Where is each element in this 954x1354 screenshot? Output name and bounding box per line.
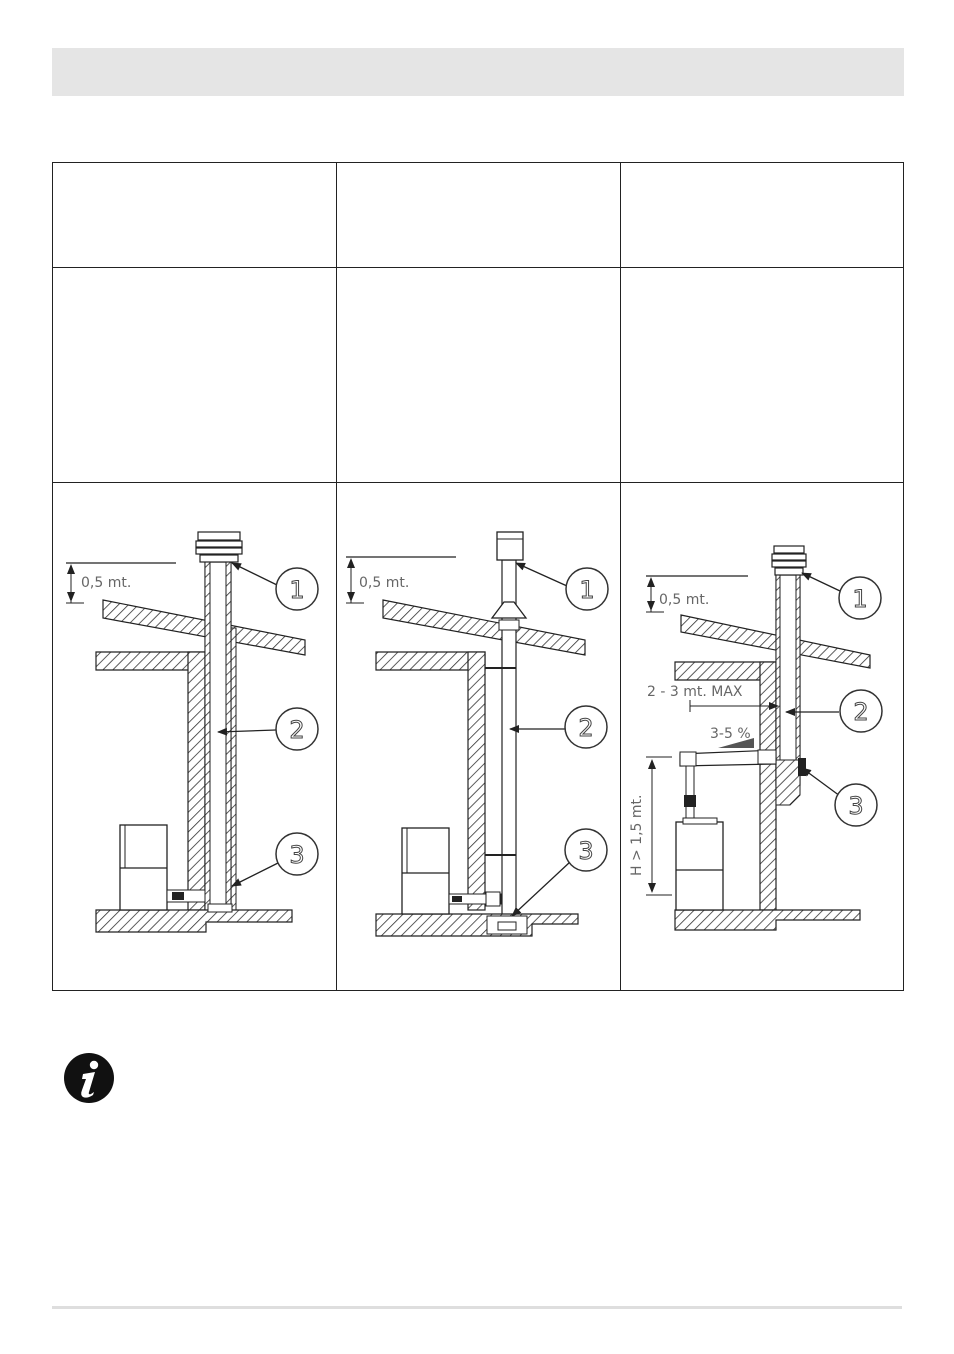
connector-pipe <box>166 889 206 903</box>
distance-label: 0,5 mt. <box>359 575 409 591</box>
stove <box>401 827 450 915</box>
floor <box>375 913 579 937</box>
callout-2: 2 <box>509 705 608 749</box>
chimney-cap <box>195 531 243 563</box>
stove <box>675 817 724 911</box>
callout-label: 3 <box>578 837 593 865</box>
chimney-cap <box>496 531 524 561</box>
building-wall <box>759 661 777 911</box>
height-dimension: 0,5 mt. <box>66 562 176 604</box>
callout-label: 2 <box>578 714 593 742</box>
column-divider <box>620 163 621 990</box>
callout-2: 2 <box>217 707 319 751</box>
horizontal-distance-label: 2 - 3 mt. MAX <box>647 684 743 700</box>
slope-label: 3-5 % <box>710 726 751 742</box>
figure-internal-chimney: 0,5 mt. 1 2 3 <box>66 531 319 933</box>
callout-label: 2 <box>853 698 868 726</box>
callout-3: 3 <box>801 767 878 827</box>
callout-label: 1 <box>852 585 867 613</box>
height-label: H > 1,5 mt. <box>629 795 645 876</box>
figure-steel-flue-in-chimney: 0,5 mt. 1 2 3 <box>346 531 609 937</box>
callout-1: 1 <box>801 572 882 620</box>
rain-collar <box>490 601 528 619</box>
distance-label: 0,5 mt. <box>81 575 131 591</box>
callout-label: 2 <box>289 716 304 744</box>
description-row-divider <box>53 482 903 483</box>
header-row-divider <box>53 267 903 268</box>
info-icon <box>64 1053 114 1103</box>
callout-label: 1 <box>579 576 594 604</box>
column-divider <box>336 163 337 990</box>
horizontal-distance-dimension: 2 - 3 mt. MAX <box>647 684 779 712</box>
chimney-wall <box>467 651 486 911</box>
flue-pipe <box>204 561 232 911</box>
callout-2: 2 <box>785 689 883 733</box>
callout-1: 1 <box>231 562 319 611</box>
distance-label: 0,5 mt. <box>659 592 709 608</box>
connector-pipe <box>679 749 777 819</box>
installation-table <box>52 162 904 991</box>
callout-label: 3 <box>289 841 304 869</box>
slope-indicator: 3-5 % <box>710 726 754 748</box>
external-flue <box>775 574 806 806</box>
roof <box>102 599 306 656</box>
callout-3: 3 <box>231 832 319 887</box>
roof <box>382 599 586 656</box>
stove <box>119 824 168 911</box>
callout-3: 3 <box>511 828 608 917</box>
section-header-bar <box>52 48 904 96</box>
callout-label: 1 <box>289 576 304 604</box>
connector-pipe <box>448 891 502 907</box>
height-dimension: 0,5 mt. <box>646 575 748 613</box>
figure-external-chimney: 0,5 mt. 2 - 3 mt. MAX 3-5 % H > 1,5 mt. … <box>629 545 883 931</box>
callout-1: 1 <box>515 562 609 611</box>
height-dimension: 0,5 mt. <box>346 556 456 604</box>
footer-divider <box>52 1306 902 1309</box>
floor <box>95 903 293 933</box>
vertical-height-dimension: H > 1,5 mt. <box>629 756 672 896</box>
chimney-cap <box>771 545 807 576</box>
floor <box>674 909 861 931</box>
callout-label: 3 <box>848 792 863 820</box>
